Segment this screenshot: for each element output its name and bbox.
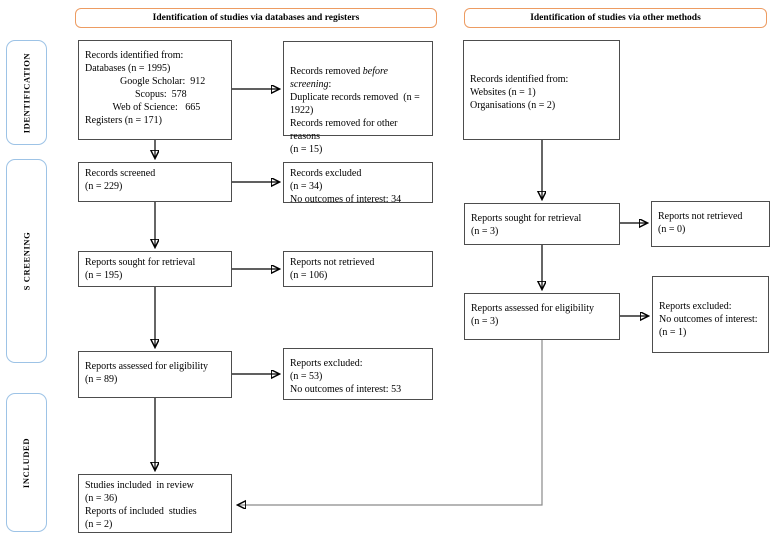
phase-included: INCLUDED <box>6 393 47 532</box>
box-records-excluded: Records excluded (n = 34) No outcomes of… <box>283 162 433 205</box>
records-removed-italic: before screening <box>290 66 391 90</box>
records-removed-text: Records removed <box>290 66 363 77</box>
phase-screening: S CREENING <box>6 159 47 363</box>
header-other-methods: Identification of studies via other meth… <box>464 8 767 28</box>
phase-identification: IDENTIFICATION <box>6 40 47 145</box>
header-databases-registers: Identification of studies via databases … <box>75 8 437 28</box>
box-records-screened: Records screened (n = 229) <box>78 162 232 202</box>
box-records-identified-other: Records identified from: Websites (n = 1… <box>463 40 620 140</box>
box-reports-sought: Reports sought for retrieval (n = 195) <box>78 251 232 287</box>
arrow-other-assessed-to-included <box>238 340 543 505</box>
box-reports-excluded: Reports excluded: (n = 53) No outcomes o… <box>283 348 433 400</box>
records-removed-rest: : Duplicate records removed (n = 1922) R… <box>290 79 420 155</box>
box-reports-sought-other: Reports sought for retrieval (n = 3) <box>464 203 620 245</box>
box-reports-not-retrieved-other: Reports not retrieved (n = 0) <box>651 201 770 247</box>
box-reports-assessed-other: Reports assessed for eligibility (n = 3) <box>464 293 620 340</box>
box-reports-not-retrieved: Reports not retrieved (n = 106) <box>283 251 433 287</box>
box-studies-included: Studies included in review (n = 36) Repo… <box>78 474 232 533</box>
box-records-identified-databases: Records identified from: Databases (n = … <box>78 40 232 140</box>
box-records-removed: Records removed before screening: Duplic… <box>283 41 433 155</box>
box-reports-excluded-other: Reports excluded: No outcomes of interes… <box>652 276 769 353</box>
box-reports-assessed: Reports assessed for eligibility (n = 89… <box>78 351 232 398</box>
